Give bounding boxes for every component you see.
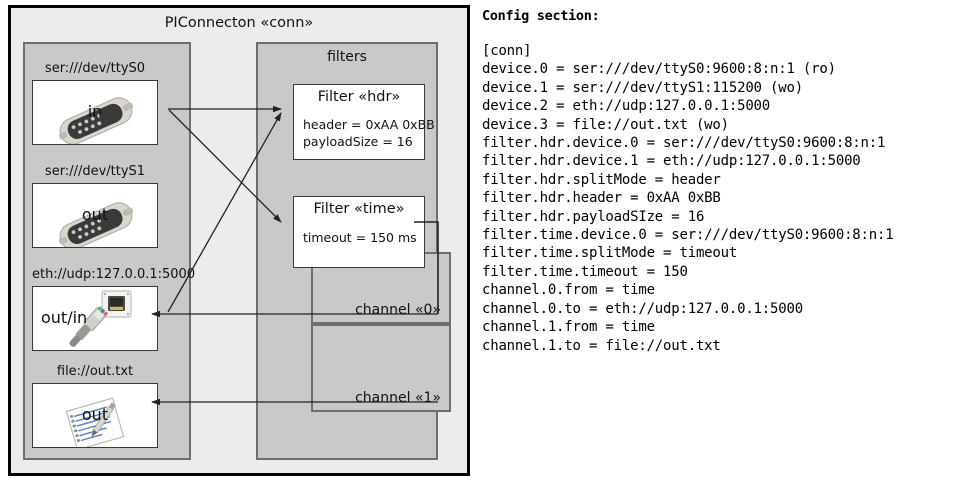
device-eth-caption: eth://udp:127.0.0.1:5000 [32, 267, 196, 282]
device-file-direction: out [81, 405, 109, 424]
network-cable-icon [33, 287, 157, 350]
device-eth-direction: out/in [41, 308, 88, 327]
device-file-card[interactable]: out [32, 383, 158, 448]
filter-time-prop-timeout: timeout = 150 ms [303, 230, 417, 245]
text-file-icon [33, 384, 157, 447]
channel-0-label: channel «0» [355, 302, 441, 318]
device-ttyS0-caption: ser:///dev/ttyS0 [44, 61, 146, 76]
config-section-body: [conn] device.0 = ser:///dev/ttyS0:9600:… [482, 43, 894, 354]
filter-hdr-title: Filter «hdr» [317, 89, 401, 105]
serial-port-icon [33, 184, 157, 247]
diagram-title: PIConnecton «conn» [164, 15, 314, 31]
device-file-caption: file://out.txt [56, 364, 134, 379]
config-section: Config section: [conn] device.0 = ser://… [482, 8, 956, 355]
device-ttyS1-direction: out [81, 205, 109, 224]
filter-hdr-prop-header: header = 0xAA 0xBB [303, 117, 435, 132]
config-section-heading: Config section: [482, 8, 600, 24]
serial-port-icon [33, 81, 157, 144]
device-ttyS1-caption: ser:///dev/ttyS1 [44, 164, 146, 179]
channel-1-box: channel «1» [311, 324, 451, 412]
device-ttyS0-card[interactable]: in [32, 80, 158, 145]
device-eth-card[interactable]: out/in [32, 286, 158, 351]
filter-time-title: Filter «time» [313, 201, 405, 217]
piconnector-diagram: PIConnecton «conn» filters channel «0» c… [8, 5, 470, 476]
filter-hdr-card[interactable]: Filter «hdr» header = 0xAA 0xBB payloadS… [293, 84, 435, 160]
device-ttyS0-direction: in [87, 102, 103, 121]
filter-hdr-prop-payloadsize: payloadSize = 16 [303, 134, 413, 149]
filters-group-title: filters [327, 49, 367, 65]
filter-time-card[interactable]: Filter «time» timeout = 150 ms [293, 196, 425, 268]
channel-1-label: channel «1» [355, 390, 441, 406]
device-ttyS1-card[interactable]: out [32, 183, 158, 248]
